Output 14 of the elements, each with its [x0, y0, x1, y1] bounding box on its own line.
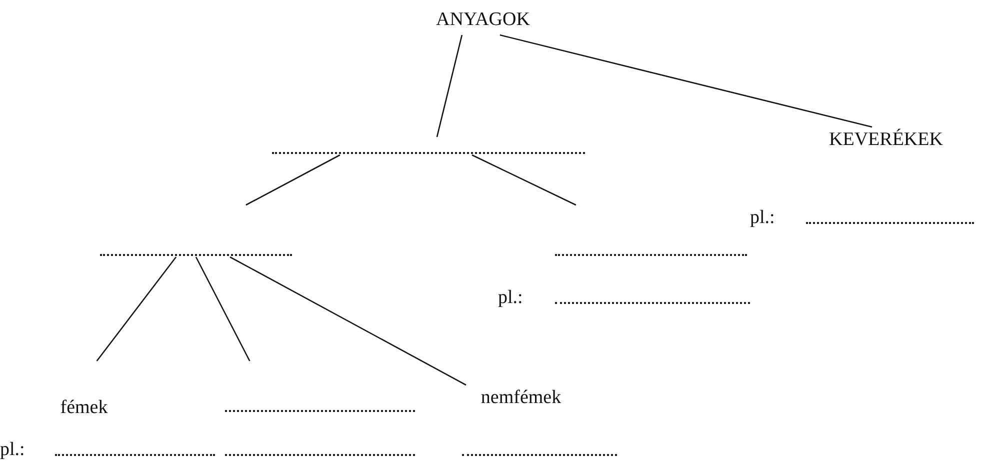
example-label: pl.:	[498, 286, 523, 310]
connector-line	[195, 256, 250, 362]
connector-line	[500, 34, 872, 128]
connector-line	[246, 154, 340, 206]
connector-line	[230, 256, 466, 386]
category-label: KEVERÉKEK	[800, 128, 972, 154]
example-label: pl.:	[750, 206, 775, 230]
category-label: ANYAGOK	[418, 8, 548, 34]
example-label: pl.:	[0, 438, 25, 462]
connector-line	[96, 256, 177, 362]
category-label: nemfémek	[466, 386, 576, 412]
connector-line	[472, 154, 576, 206]
connector-line	[436, 34, 463, 138]
category-label: fémek	[44, 362, 124, 420]
